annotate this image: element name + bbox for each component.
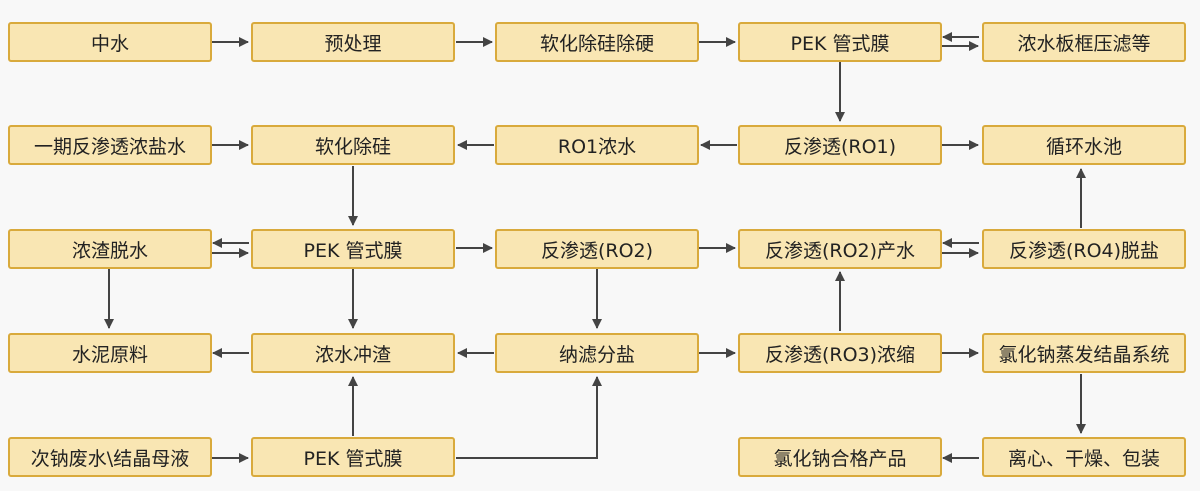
node-zhongshui: 中水 [8, 22, 212, 62]
node-ro2: 反渗透(RO2) [495, 229, 699, 269]
node-ro1-nongshui: RO1浓水 [495, 125, 699, 165]
node-ruanhua-chugui-chuying: 软化除硅除硬 [495, 22, 699, 62]
node-ro3-nongsuo: 反渗透(RO3)浓缩 [738, 333, 942, 373]
node-pek-membrane-3: PEK 管式膜 [251, 437, 455, 477]
node-ro1: 反渗透(RO1) [738, 125, 942, 165]
node-ro4-tuoyan: 反渗透(RO4)脱盐 [982, 229, 1186, 269]
node-xunhuan-shuichi: 循环水池 [982, 125, 1186, 165]
node-ruanhua-chugui: 软化除硅 [251, 125, 455, 165]
node-pek-membrane-2: PEK 管式膜 [251, 229, 455, 269]
node-lixin-ganzao: 离心、干燥、包装 [982, 437, 1186, 477]
node-shuini-yuanliao: 水泥原料 [8, 333, 212, 373]
node-yuchuli: 预处理 [251, 22, 455, 62]
node-cina-feishui: 次钠废水\结晶母液 [8, 437, 212, 477]
node-ro2-chanshui: 反渗透(RO2)产水 [738, 229, 942, 269]
node-nongshui-banklv: 浓水板框压滤等 [982, 22, 1186, 62]
node-pek-membrane-1: PEK 管式膜 [738, 22, 942, 62]
node-lvhuana-chanpin: 氯化钠合格产品 [738, 437, 942, 477]
node-nongzha-tuoshui: 浓渣脱水 [8, 229, 212, 269]
node-lvhuana-zhengfa: 氯化钠蒸发结晶系统 [982, 333, 1186, 373]
node-nongshui-chongzha: 浓水冲渣 [251, 333, 455, 373]
arrow-pek3-to-nalv [456, 376, 602, 459]
node-nalv-fenyan: 纳滤分盐 [495, 333, 699, 373]
node-yiqi-fanshentou: 一期反渗透浓盐水 [8, 125, 212, 165]
